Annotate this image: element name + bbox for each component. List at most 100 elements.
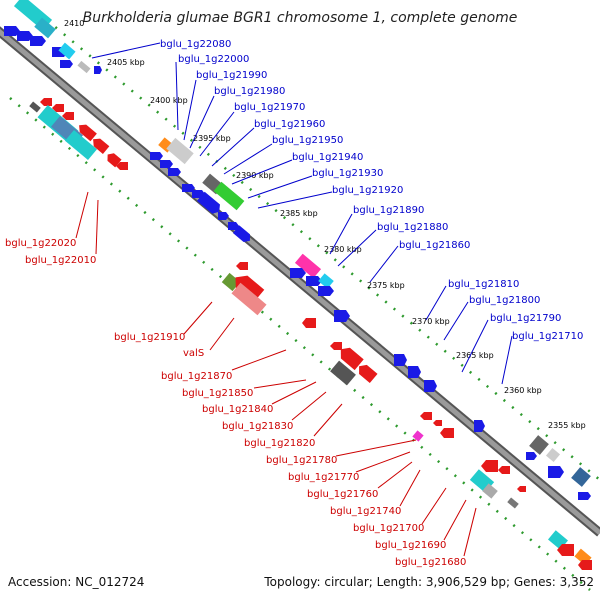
gene-arrow-reverse[interactable]	[230, 270, 265, 304]
gene-arrow[interactable]	[394, 354, 407, 366]
gene-block-dark-gray[interactable]	[529, 435, 549, 455]
scale-label-2365: 2365 kbp	[456, 351, 494, 360]
gene-label[interactable]: bglu_1g21950	[272, 135, 343, 146]
gene-arrow[interactable]	[218, 212, 229, 220]
gene-arrow-reverse[interactable]	[40, 98, 52, 106]
gene-label[interactable]: bglu_1g21810	[448, 279, 519, 290]
gene-arrow[interactable]	[94, 66, 102, 74]
gene-label[interactable]: bglu_1g21880	[377, 222, 448, 233]
gene-arrow-reverse[interactable]	[355, 362, 378, 384]
gene-arrow[interactable]	[578, 492, 591, 500]
gene-arrow-reverse[interactable]	[440, 428, 454, 438]
summary-text: Topology: circular; Length: 3,906,529 bp…	[263, 575, 594, 589]
gene-block-green[interactable]	[213, 181, 245, 211]
gene-label[interactable]: bglu_1g21920	[332, 185, 403, 196]
gene-label[interactable]: bglu_1g21980	[214, 86, 285, 97]
gene-label[interactable]: bglu_1g21840	[202, 404, 273, 415]
gene-arrow[interactable]	[232, 225, 253, 244]
gene-label[interactable]: bglu_1g21930	[312, 168, 383, 179]
gene-label[interactable]: bglu_1g21760	[307, 489, 378, 500]
gene-arrow-reverse[interactable]	[302, 318, 316, 328]
gene-block-steel[interactable]	[571, 467, 591, 487]
gene-label[interactable]: bglu_1g21800	[469, 295, 540, 306]
gene-label[interactable]: bglu_1g21770	[288, 472, 359, 483]
gene-arrow-reverse[interactable]	[433, 420, 442, 426]
gene-label[interactable]: bglu_1g21860	[399, 240, 470, 251]
gene-label[interactable]: bglu_1g21850	[182, 388, 253, 399]
gene-label[interactable]: bglu_1g22000	[178, 54, 249, 65]
gene-label[interactable]: bglu_1g21960	[254, 119, 325, 130]
gene-arrow-reverse[interactable]	[236, 262, 248, 270]
gene-block-cyan[interactable]	[65, 129, 97, 161]
gene-arrow-reverse[interactable]	[330, 342, 342, 350]
gene-arrow-reverse[interactable]	[481, 460, 498, 472]
gene-label[interactable]: bglu_1g21890	[353, 205, 424, 216]
gene-block-dark-gray[interactable]	[330, 360, 356, 386]
gene-label[interactable]: bglu_1g21710	[512, 331, 583, 342]
gene-label[interactable]: bglu_1g21790	[490, 313, 561, 324]
gene-arrow[interactable]	[474, 420, 485, 432]
scale-label-2390: 2390 kbp	[236, 171, 274, 180]
gene-arrow-reverse[interactable]	[76, 121, 97, 142]
gene-arrow[interactable]	[290, 268, 306, 278]
gene-label[interactable]: bglu_1g21970	[234, 102, 305, 113]
gene-label[interactable]: bglu_1g21690	[375, 540, 446, 551]
gene-arrow[interactable]	[548, 466, 564, 478]
gene-label[interactable]: bglu_1g21870	[161, 371, 232, 382]
gene-block-dark-gray[interactable]	[29, 101, 41, 113]
gene-arrow[interactable]	[150, 152, 163, 160]
gene-block-olive[interactable]	[221, 272, 241, 292]
gene-block-cyan[interactable]	[58, 42, 76, 60]
gene-arrow[interactable]	[334, 310, 350, 322]
gene-arrow-reverse[interactable]	[104, 151, 122, 168]
gene-label[interactable]: bglu_1g22020	[5, 238, 76, 249]
gene-arrow-reverse[interactable]	[336, 344, 364, 371]
gene-block-magenta[interactable]	[412, 430, 424, 442]
gene-arrow[interactable]	[60, 60, 73, 68]
gene-arrow[interactable]	[306, 276, 322, 286]
gene-arrow[interactable]	[526, 452, 537, 460]
gene-label[interactable]: bglu_1g21740	[330, 506, 401, 517]
gene-label[interactable]: bglu_1g21830	[222, 421, 293, 432]
gene-arrow-reverse[interactable]	[52, 104, 64, 112]
gene-arrow-reverse[interactable]	[90, 135, 110, 154]
gene-arrow[interactable]	[30, 36, 46, 46]
gene-arrow-reverse[interactable]	[62, 112, 74, 120]
gene-arrow[interactable]	[196, 191, 223, 217]
gene-block-gray[interactable]	[545, 447, 561, 463]
gene-arrow[interactable]	[168, 168, 181, 176]
gene-label[interactable]: bglu_1g21680	[395, 557, 466, 568]
gene-block-gray[interactable]	[77, 60, 91, 74]
gene-arrow[interactable]	[318, 286, 334, 296]
gene-block-gray[interactable]	[507, 497, 519, 509]
gene-arrow[interactable]	[182, 184, 195, 192]
gene-block-cyan[interactable]	[34, 17, 56, 39]
gene-label[interactable]: bglu_1g21820	[244, 438, 315, 449]
gene-arrow[interactable]	[408, 366, 421, 378]
gene-label[interactable]: valS	[183, 348, 204, 359]
gene-arrow[interactable]	[4, 26, 20, 36]
gene-arrow[interactable]	[17, 31, 33, 41]
gene-label[interactable]: bglu_1g21700	[353, 523, 424, 534]
lower-strand-labels: bglu_1g22020 bglu_1g22010 bglu_1g21910 v…	[5, 191, 477, 568]
gene-block-gray[interactable]	[166, 137, 194, 165]
gene-arrow-reverse[interactable]	[517, 486, 526, 492]
gene-arrow-reverse[interactable]	[578, 560, 592, 570]
gene-block-cyan[interactable]	[318, 273, 334, 289]
gene-arrow[interactable]	[228, 222, 239, 230]
gene-block-gray[interactable]	[482, 483, 498, 499]
gene-arrow-reverse[interactable]	[116, 162, 128, 170]
gene-label[interactable]: bglu_1g21990	[196, 70, 267, 81]
gene-label[interactable]: bglu_1g21940	[292, 152, 363, 163]
gene-label[interactable]: bglu_1g21780	[266, 455, 337, 466]
gene-block-pink[interactable]	[231, 282, 267, 316]
gene-label[interactable]: bglu_1g22010	[25, 255, 96, 266]
gene-label[interactable]: bglu_1g22080	[160, 39, 231, 50]
gene-arrow-reverse[interactable]	[420, 412, 432, 420]
gene-label[interactable]: bglu_1g21910	[114, 332, 185, 343]
gene-arrow[interactable]	[424, 380, 437, 392]
gene-block-magenta[interactable]	[294, 253, 322, 279]
gene-arrow-reverse[interactable]	[557, 544, 574, 556]
gene-arrow-reverse[interactable]	[498, 466, 510, 474]
gene-arrow[interactable]	[160, 160, 173, 168]
